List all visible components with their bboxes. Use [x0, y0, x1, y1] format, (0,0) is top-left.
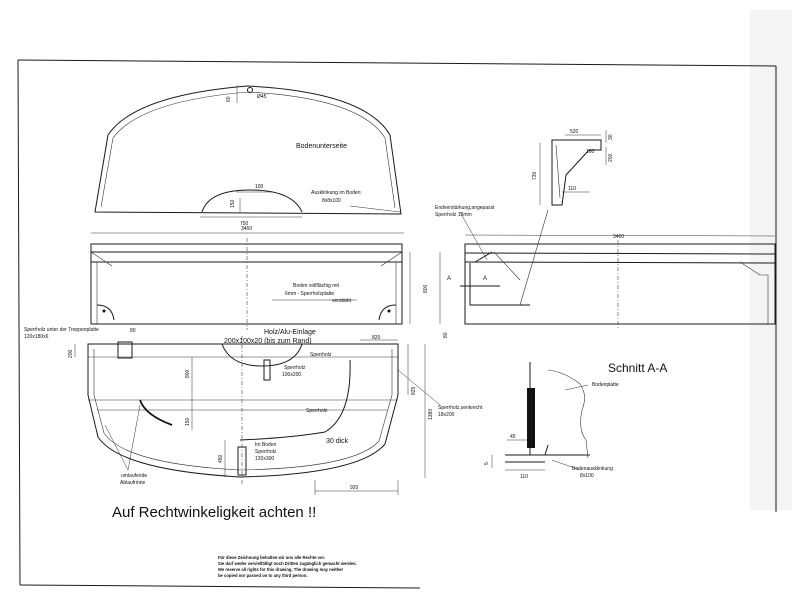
gutter-note-1: umlaufende	[121, 473, 147, 479]
top-dim-820: 820	[372, 335, 381, 341]
copyright-footer: Für diese Zeichnung behalten wir uns all…	[218, 555, 357, 578]
insert-note-1: Holz/Alu-Einlage	[264, 329, 316, 336]
detail-dim-520: 520	[570, 129, 579, 135]
stair-note-1: Sperrholz unter der Treppenplatte	[24, 327, 99, 333]
drain-hole	[247, 87, 253, 93]
sperrholz-a: Sperrholz	[310, 352, 332, 358]
top-dim-200: 200	[68, 349, 74, 358]
plate-note-2: 6mm - Sperrholzplatte	[285, 291, 334, 297]
top-dim-1380: 1380	[428, 409, 434, 420]
dim-60: 60	[226, 96, 232, 102]
detail-dim-730: 730	[532, 171, 538, 180]
section-title: Schnitt A-A	[608, 361, 667, 375]
vertical-note-2: 18x200	[438, 412, 455, 418]
section-cutout-2: 8x100	[580, 473, 594, 479]
end-detail: 520 30 160 200 730 110	[519, 129, 614, 306]
top-view: Sperrholz unter der Treppenplatte 120x18…	[24, 327, 483, 495]
dim-100: 100	[255, 184, 264, 190]
sperrholz-b: Sperrholz	[284, 365, 306, 371]
vertical-plywood	[527, 388, 535, 448]
top-dim-150: 150	[185, 417, 191, 426]
footer-line-2: Sie darf weder vervielfältigt noch Dritt…	[218, 561, 357, 566]
footer-line-4: be copied nor passed on to any third per…	[218, 573, 308, 578]
end-note-2: Sperrholz 15mm	[435, 212, 472, 218]
front-view: 3460 Boden vollflächig mit 6mm - Sperrho…	[90, 226, 449, 338]
section-dim-45: 45	[510, 434, 516, 440]
cutout-size: 8x8x100	[322, 198, 341, 204]
page-title: Auf Rechtwinkeligkeit achten !!	[112, 504, 316, 521]
section-dim-5: 5	[484, 462, 490, 465]
top-dim-450: 450	[218, 454, 224, 463]
detail-dim-160: 160	[586, 149, 595, 155]
dim-diameter-45: Ø45	[257, 94, 267, 100]
footer-line-3: We reserve all rights for this drawing. …	[218, 567, 343, 572]
top-dim-30: 30 dick	[326, 438, 349, 445]
side-dim-width: 3460	[613, 234, 624, 240]
side-view: 3460 A A Endverstärkung,angepasst Sperrh…	[435, 205, 776, 330]
front-dim-width: 3460	[241, 226, 252, 232]
dim-150: 150	[230, 199, 236, 208]
front-dim-800: 800	[423, 284, 429, 293]
front-dim-80: 80	[443, 332, 449, 338]
footer-line-1: Für diese Zeichnung behalten wir uns all…	[218, 555, 325, 560]
detail-dim-30: 30	[608, 134, 614, 140]
im-boden-3: 120x300	[255, 456, 274, 462]
bottom-view: Bodenunterseite Ausklinkung im Boden: 8x…	[94, 85, 402, 227]
top-dim-920: 920	[350, 485, 359, 491]
stair-dim-80: 80	[130, 328, 136, 334]
section-cutout-1: Bodenausklinkung	[572, 466, 613, 472]
cutout-note: Ausklinkung im Boden:	[311, 190, 362, 196]
detail-dim-110: 110	[568, 186, 576, 192]
end-note-1: Endverstärkung,angepasst	[435, 205, 495, 211]
section-mark-right: A	[483, 276, 487, 282]
im-boden-2: Sperrholz	[255, 449, 277, 455]
top-dim-800: 800	[185, 369, 191, 378]
section-mark-left: A	[447, 276, 451, 282]
detail-dim-200: 200	[608, 153, 614, 162]
im-boden-1: Im Boden	[255, 442, 277, 448]
gutter-note-2: Ablaufrinne	[120, 480, 146, 486]
stair-note-2: 120x180x6	[24, 334, 49, 340]
drawing-frame	[17, 59, 777, 589]
plate-note-3: verstärkt	[332, 298, 352, 304]
dim-750: 750	[240, 221, 249, 227]
sperrholz-b-size: 100x200	[282, 372, 301, 378]
sperrholz-c: Sperrholz	[306, 408, 328, 414]
scan-shadow	[750, 10, 792, 510]
top-dim-825: 825	[411, 386, 417, 395]
bottom-label: Bodenunterseite	[296, 143, 347, 150]
section-dim-110: 110	[520, 474, 528, 480]
insert-note-2: 200x100x20 (bis zum Rand)	[224, 338, 312, 345]
section-view: Schnitt A-A Bodenplatte 45 5 110 Bodenau…	[484, 361, 667, 480]
section-base: Bodenplatte	[592, 382, 619, 388]
vertical-note-1: Sperrholz,senkrecht	[438, 405, 483, 411]
plate-note-1: Boden vollflächig mit	[293, 283, 339, 289]
